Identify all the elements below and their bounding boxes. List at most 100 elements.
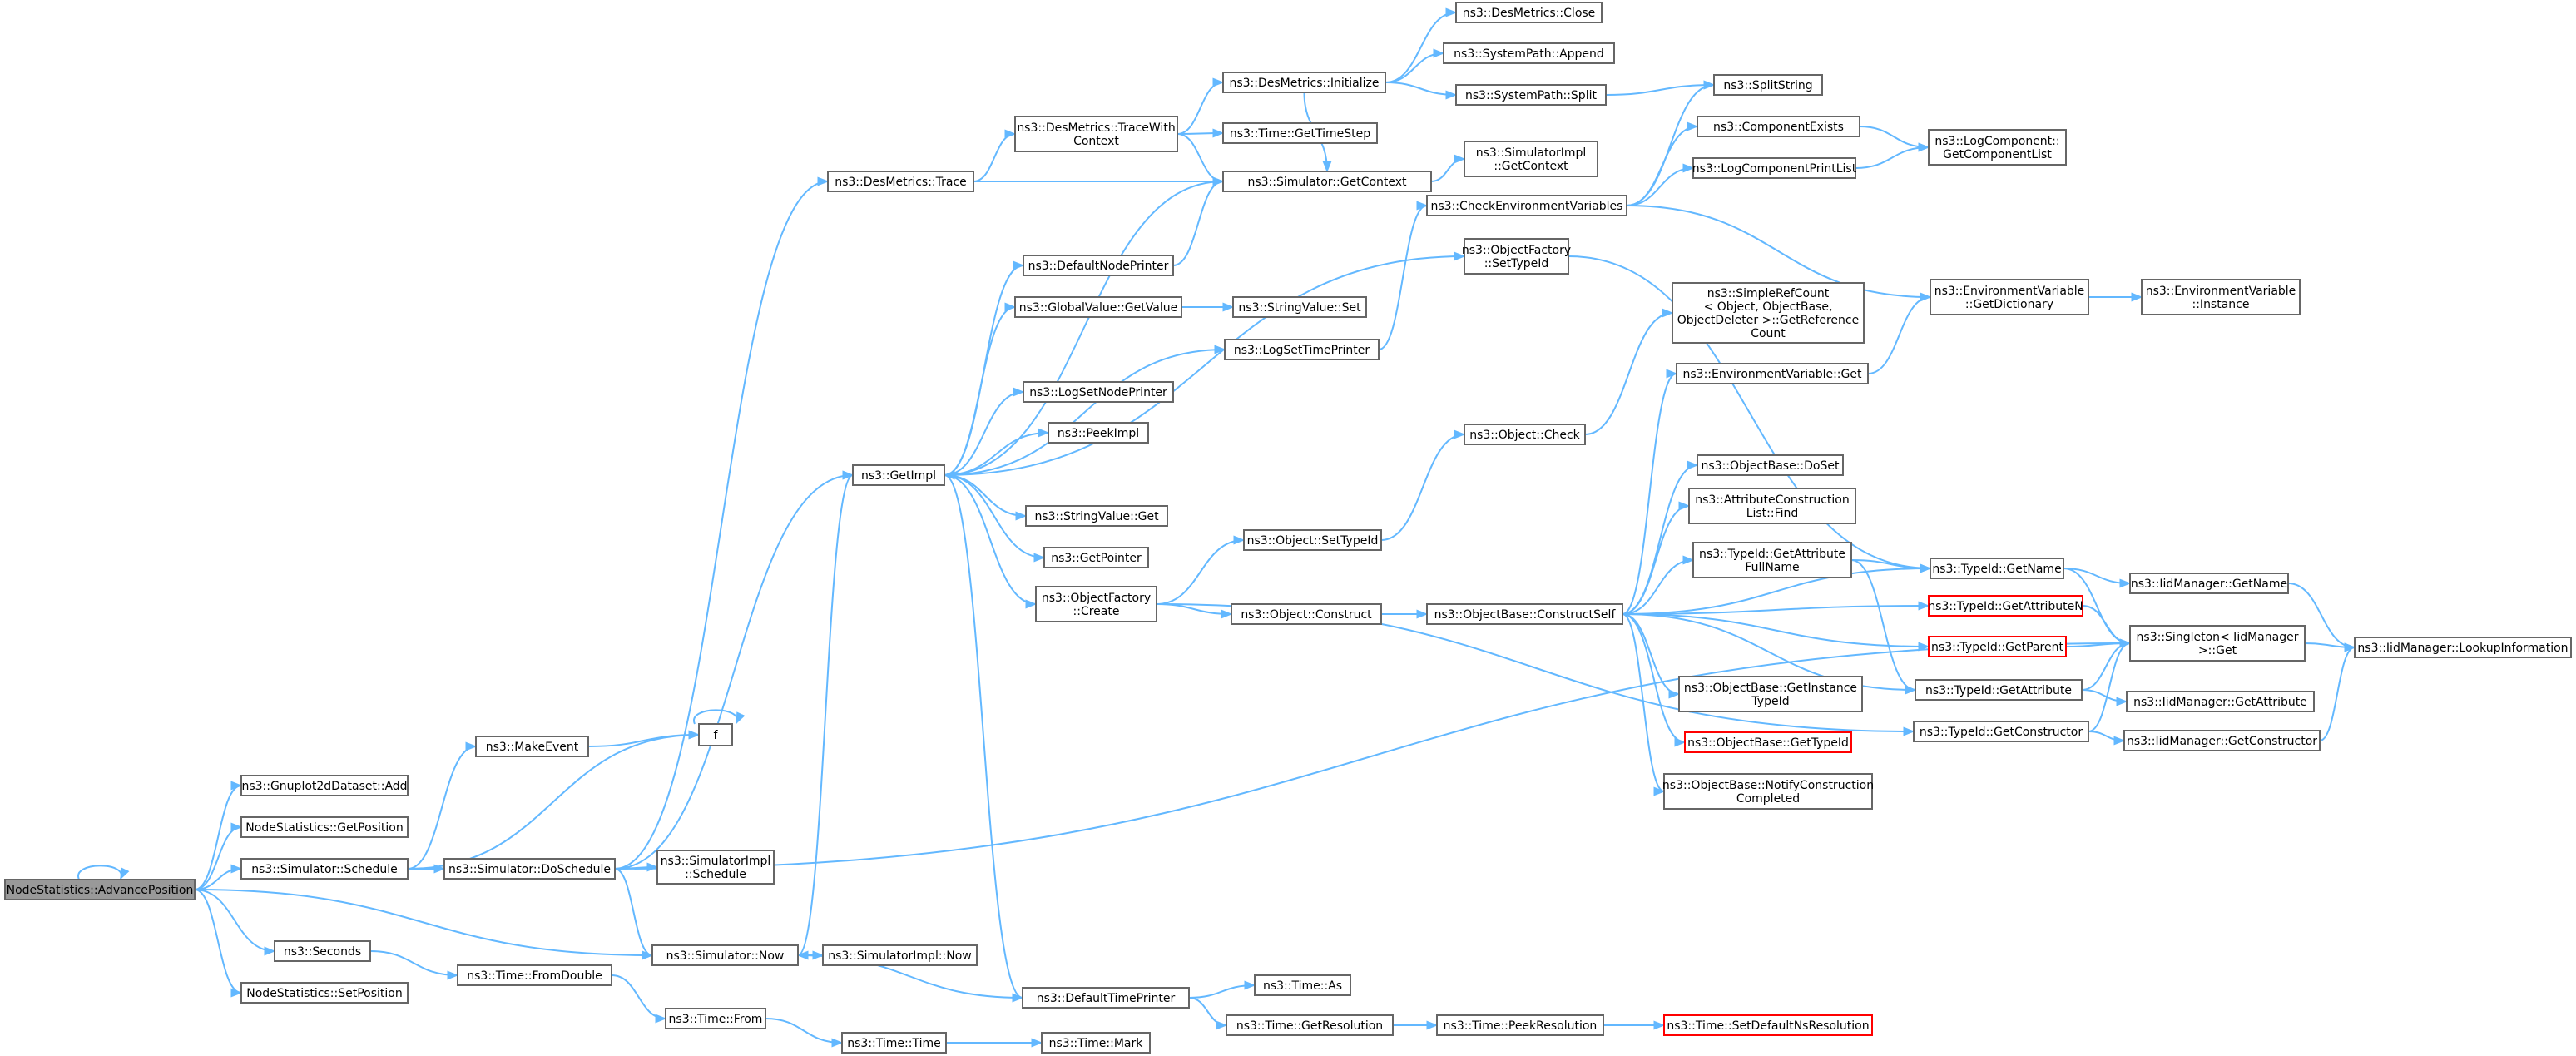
node-label: ns3::CheckEnvironmentVariables [1431, 200, 1623, 213]
node-ns3-object-check[interactable]: ns3::Object::Check [1464, 424, 1586, 445]
node-ns3-getimpl[interactable]: ns3::GetImpl [852, 464, 945, 486]
node-ns3-stringvalue-set[interactable]: ns3::StringValue::Set [1232, 296, 1367, 318]
node-label: ns3::Singleton< IidManager [2137, 631, 2299, 644]
edge-tidgetattrfull-to-tidgetname [1850, 559, 1932, 573]
node-ns3-objectbase-gettypeid[interactable]: ns3::ObjectBase::GetTypeId [1684, 731, 1852, 753]
node-ns3-typeid-getattributen[interactable]: ns3::TypeId::GetAttributeN [1928, 595, 2083, 617]
node-label: ns3::SystemPath::Append [1454, 47, 1604, 61]
edge-f-to-f [693, 709, 746, 725]
node-ns3-simulator-getcontext[interactable]: ns3::Simulator::GetContext [1222, 171, 1432, 192]
node-ns3-environmentvariable-getdictionary[interactable]: ns3::EnvironmentVariable::GetDictionary [1930, 279, 2089, 315]
node-ns3-objectbase-notifyconstruction-completed[interactable]: ns3::ObjectBase::NotifyConstructionCompl… [1662, 773, 1874, 810]
node-label: ns3::DesMetrics::TraceWith [1017, 121, 1175, 135]
node-ns3-objectfactory-create[interactable]: ns3::ObjectFactory::Create [1035, 586, 1157, 622]
node-ns3-systempath-append[interactable]: ns3::SystemPath::Append [1443, 42, 1615, 64]
node-ns3-desmetrics-trace[interactable]: ns3::DesMetrics::Trace [827, 171, 974, 192]
node-ns3-time-mark[interactable]: ns3::Time::Mark [1041, 1032, 1151, 1054]
node-ns3-simplerefcount-object-objectbase-objectdeleter-getreference-count[interactable]: ns3::SimpleRefCount< Object, ObjectBase,… [1672, 282, 1865, 344]
node-ns3-singleton-iidmanager-get[interactable]: ns3::Singleton< IidManager >::Get [2129, 625, 2306, 662]
node-label: ns3::PeekImpl [1058, 427, 1139, 440]
node-ns3-environmentvariable-instance[interactable]: ns3::EnvironmentVariable::Instance [2141, 279, 2301, 315]
node-ns3-time-setdefaultnsresolution[interactable]: ns3::Time::SetDefaultNsResolution [1663, 1014, 1873, 1036]
node-ns3-seconds[interactable]: ns3::Seconds [274, 940, 371, 962]
edge-ofsettypeid-to-tidgetname [1568, 255, 1932, 573]
node-label: ns3::StringValue::Set [1238, 301, 1361, 315]
node-label: ns3::EnvironmentVariable::Get [1683, 368, 1862, 381]
node-ns3-object-settypeid[interactable]: ns3::Object::SetTypeId [1243, 529, 1382, 551]
node-ns3-iidmanager-getname[interactable]: ns3::IidManager::GetName [2129, 573, 2289, 594]
node-ns3-globalvalue-getvalue[interactable]: ns3::GlobalValue::GetValue [1014, 296, 1182, 318]
node-ns3-objectbase-constructself[interactable]: ns3::ObjectBase::ConstructSelf [1426, 603, 1623, 625]
node-ns3-time-fromdouble[interactable]: ns3::Time::FromDouble [457, 964, 612, 986]
edge-dosched-to-singleton [614, 638, 2132, 870]
node-ns3-defaulttimeprinter[interactable]: ns3::DefaultTimePrinter [1022, 987, 1190, 1009]
node-label: Completed [1736, 792, 1800, 806]
node-ns3-simulator-doschedule[interactable]: ns3::Simulator::DoSchedule [443, 858, 616, 880]
node-ns3-simulator-now[interactable]: ns3::Simulator::Now [651, 944, 799, 966]
node-ns3-logsettimeprinter[interactable]: ns3::LogSetTimePrinter [1224, 339, 1380, 360]
node-ns3-desmetrics-close[interactable]: ns3::DesMetrics::Close [1455, 2, 1603, 23]
node-ns3-iidmanager-getattribute[interactable]: ns3::IidManager::GetAttribute [2126, 691, 2315, 712]
node-ns3-makeevent[interactable]: ns3::MakeEvent [475, 736, 589, 757]
edge-spsplit-to-splitstring [1605, 80, 1716, 96]
edge-envget-to-envgetdict [1867, 292, 1932, 374]
node-ns3-time-as[interactable]: ns3::Time::As [1254, 974, 1351, 996]
node-ns3-time-from[interactable]: ns3::Time::From [665, 1008, 766, 1029]
node-ns3-typeid-getattribute[interactable]: ns3::TypeId::GetAttribute [1915, 679, 2083, 701]
node-ns3-simulatorimpl-schedule[interactable]: ns3::SimulatorImpl::Schedule [656, 850, 775, 885]
node-ns3-simulator-schedule[interactable]: ns3::Simulator::Schedule [240, 858, 409, 880]
node-label: ns3::SplitString [1723, 79, 1812, 92]
node-ns3-getpointer[interactable]: ns3::GetPointer [1043, 547, 1149, 568]
edge-getimpl-to-logsettime [944, 345, 1226, 476]
node-ns3-systempath-split[interactable]: ns3::SystemPath::Split [1455, 84, 1607, 106]
node-f[interactable]: f [698, 723, 733, 746]
edge-tidgetattrn-to-singleton [2082, 605, 2132, 648]
node-ns3-defaultnodeprinter[interactable]: ns3::DefaultNodePrinter [1023, 255, 1174, 276]
node-ns3-componentexists[interactable]: ns3::ComponentExists [1697, 116, 1860, 137]
edge-nsap-to-add [194, 781, 243, 890]
node-ns3-time-getresolution[interactable]: ns3::Time::GetResolution [1226, 1014, 1394, 1036]
node-nodestatistics-getposition[interactable]: NodeStatistics::GetPosition [240, 816, 409, 838]
node-ns3-iidmanager-lookupinformation[interactable]: ns3::IidManager::LookupInformation [2354, 637, 2572, 658]
node-ns3-iidmanager-getconstructor[interactable]: ns3::IidManager::GetConstructor [2123, 730, 2321, 751]
node-ns3-time-time[interactable]: ns3::Time::Time [841, 1032, 947, 1054]
node-ns3-environmentvariable-get[interactable]: ns3::EnvironmentVariable::Get [1676, 363, 1869, 384]
edge-compexists-to-logcompget [1859, 126, 1930, 152]
node-ns3-typeid-getconstructor[interactable]: ns3::TypeId::GetConstructor [1913, 721, 2089, 742]
node-label: ns3::DefaultNodePrinter [1028, 260, 1169, 273]
node-ns3-simulatorimpl-now[interactable]: ns3::SimulatorImpl::Now [822, 944, 978, 966]
edge-constructself-to-attrfind [1622, 501, 1691, 615]
node-ns3-gnuplot2ddataset-add[interactable]: ns3::Gnuplot2dDataset::Add [240, 775, 409, 796]
node-ns3-logsetnodeprinter[interactable]: ns3::LogSetNodePrinter [1023, 381, 1174, 403]
node-ns3-splitstring[interactable]: ns3::SplitString [1713, 74, 1823, 96]
node-ns3-peekimpl[interactable]: ns3::PeekImpl [1048, 422, 1149, 444]
node-ns3-logcomponent-getcomponentlist[interactable]: ns3::LogComponent::GetComponentList [1928, 129, 2067, 166]
node-ns3-typeid-getparent[interactable]: ns3::TypeId::GetParent [1928, 636, 2067, 657]
node-ns3-checkenvironmentvariables[interactable]: ns3::CheckEnvironmentVariables [1426, 195, 1627, 216]
edge-from-to-time [765, 1018, 844, 1048]
node-ns3-object-construct[interactable]: ns3::Object::Construct [1231, 603, 1382, 625]
node-label: ns3::EnvironmentVariable [2146, 285, 2296, 298]
node-ns3-objectfactory-settypeid[interactable]: ns3::ObjectFactory::SetTypeId [1462, 238, 1571, 275]
node-ns3-objectbase-doset[interactable]: ns3::ObjectBase::DoSet [1697, 454, 1844, 476]
node-label: f [714, 729, 719, 742]
node-ns3-logcomponentprintlist[interactable]: ns3::LogComponentPrintList [1692, 157, 1857, 179]
node-ns3-time-peekresolution[interactable]: ns3::Time::PeekResolution [1436, 1014, 1604, 1036]
edge-dminit-to-spsplit [1385, 82, 1458, 100]
node-label: ns3::SimulatorImpl [1476, 146, 1587, 160]
node-ns3-typeid-getname[interactable]: ns3::TypeId::GetName [1930, 558, 2064, 579]
node-nodestatistics-advanceposition[interactable]: NodeStatistics::AdvancePosition [4, 879, 196, 900]
node-ns3-desmetrics-initialize[interactable]: ns3::DesMetrics::Initialize [1222, 72, 1386, 93]
node-nodestatistics-setposition[interactable]: NodeStatistics::SetPosition [240, 982, 409, 1004]
node-ns3-time-gettimestep[interactable]: ns3::Time::GetTimeStep [1222, 122, 1378, 144]
edge-getimpl-to-ofsettypeid [944, 251, 1466, 476]
node-ns3-simulatorimpl-getcontext[interactable]: ns3::SimulatorImpl::GetContext [1464, 141, 1598, 177]
node-label: ns3::Seconds [284, 945, 361, 959]
edge-tidgetattrfull-to-tidgetattr [1850, 559, 1917, 695]
edge-checkenv-to-compexists [1626, 121, 1699, 206]
node-ns3-stringvalue-get[interactable]: ns3::StringValue::Get [1025, 505, 1168, 527]
